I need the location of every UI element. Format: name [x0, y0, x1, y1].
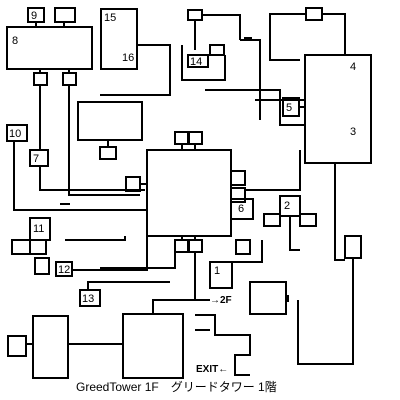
room-13: [79, 289, 101, 307]
room-label-10: 10: [9, 128, 21, 140]
room-3-4: [304, 54, 372, 164]
room-label-7: 7: [33, 153, 39, 165]
room-label-16: 16: [122, 52, 134, 64]
room-label-5: 5: [286, 102, 292, 114]
room-6: [230, 198, 254, 220]
room-label-11: 11: [33, 223, 44, 235]
room-label-12: 12: [58, 264, 70, 276]
room-8: [6, 26, 93, 70]
room-label-8: 8: [12, 35, 18, 47]
room-label-2: 2: [284, 200, 290, 212]
room-10: [6, 124, 28, 142]
room-label-6: 6: [238, 203, 244, 215]
room-14: [187, 54, 209, 68]
map-walls: [6, 7, 372, 379]
room-label-13: 13: [82, 293, 94, 305]
room-1: [209, 261, 233, 289]
room-label-14: 14: [190, 56, 202, 68]
room-label-9: 9: [31, 10, 37, 22]
room-label-3: 3: [350, 126, 356, 138]
room-bottom-center: [122, 313, 184, 379]
room-stairs: [249, 281, 287, 315]
room-15-16: [100, 8, 138, 70]
room-label-15: 15: [104, 12, 116, 24]
room-label-4: 4: [350, 61, 356, 73]
central-hall: [146, 149, 232, 237]
room-upper-center: [77, 101, 143, 141]
stairs-up-label: →2F: [210, 295, 232, 306]
room-label-1: 1: [214, 265, 220, 277]
map-caption: GreedTower 1F グリードタワー 1階: [76, 379, 277, 394]
room-bottom-left: [32, 315, 69, 379]
exit-label: EXIT←: [196, 364, 228, 375]
